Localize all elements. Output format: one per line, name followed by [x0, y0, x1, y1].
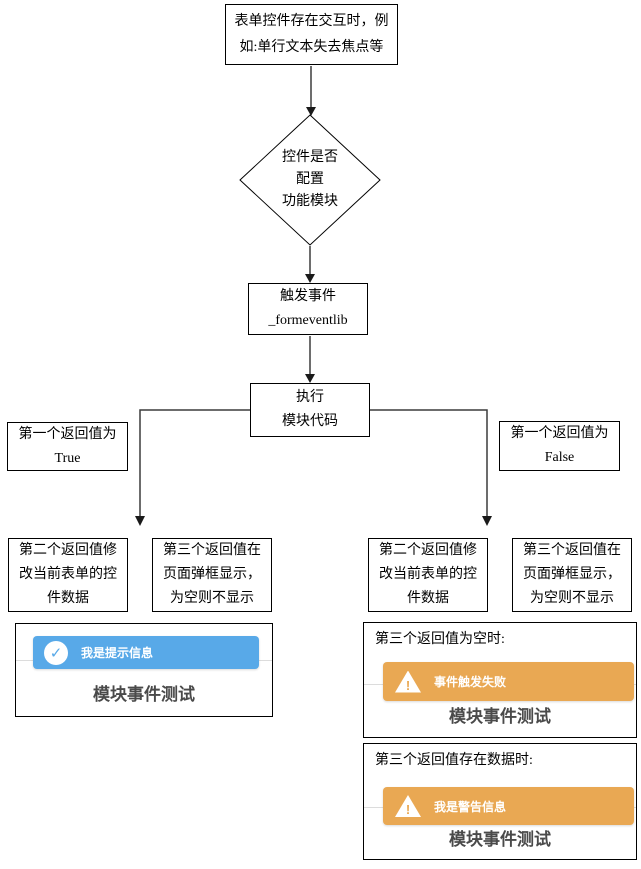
arrow-branch-false: [370, 409, 488, 516]
toast-message: 事件触发失败: [434, 675, 507, 689]
arrow-branch-true: [139, 409, 250, 516]
dialog-title: 模块事件测试: [449, 830, 551, 849]
warning-toast: ! 事件触发失败: [383, 662, 634, 701]
decision-diamond-shape: [239, 114, 381, 246]
condition-false-node: 第一个返回值为 False: [499, 421, 620, 471]
dialog-title: 模块事件测试: [449, 707, 551, 726]
arrowhead: [482, 516, 492, 526]
success-example-panel: ✓ 我是提示信息 模块事件测试: [15, 623, 273, 717]
warning-data-example-panel: 第三个返回值存在数据时: ! 我是警告信息 模块事件测试: [363, 743, 637, 860]
arrowhead: [135, 516, 145, 526]
false-third-return-node: 第三个返回值在 页面弹框显示， 为空则不显示: [512, 538, 632, 612]
info-toast: ✓ 我是提示信息: [33, 636, 259, 669]
panel-caption: 第三个返回值为空时:: [375, 632, 505, 647]
execute-module-node: 执行 模块代码: [250, 383, 370, 437]
condition-true-node: 第一个返回值为 True: [7, 422, 128, 471]
true-third-return-node: 第三个返回值在 页面弹框显示， 为空则不显示: [152, 538, 272, 612]
true-second-return-node: 第二个返回值修 改当前表单的控 件数据: [8, 538, 128, 612]
check-icon: ✓: [44, 640, 68, 665]
dialog-title: 模块事件测试: [93, 685, 195, 704]
warning-toast: ! 我是警告信息: [383, 787, 634, 825]
panel-caption: 第三个返回值存在数据时:: [375, 753, 533, 768]
arrowhead: [306, 107, 316, 116]
arrowhead: [305, 274, 315, 283]
warning-icon: !: [395, 670, 421, 693]
false-second-return-node: 第二个返回值修 改当前表单的控 件数据: [368, 538, 488, 612]
warning-empty-example-panel: 第三个返回值为空时: ! 事件触发失败 模块事件测试: [363, 622, 637, 738]
start-node: 表单控件存在交互时，例 如:单行文本失去焦点等: [225, 4, 398, 65]
decision-node-label: 控件是否 配置 功能模块: [282, 150, 338, 209]
toast-message: 我是警告信息: [434, 799, 507, 814]
trigger-event-node: 触发事件 _formeventlib: [248, 283, 368, 335]
toast-message: 我是提示信息: [81, 646, 154, 660]
arrowhead: [305, 374, 315, 383]
warning-icon: !: [395, 795, 421, 817]
